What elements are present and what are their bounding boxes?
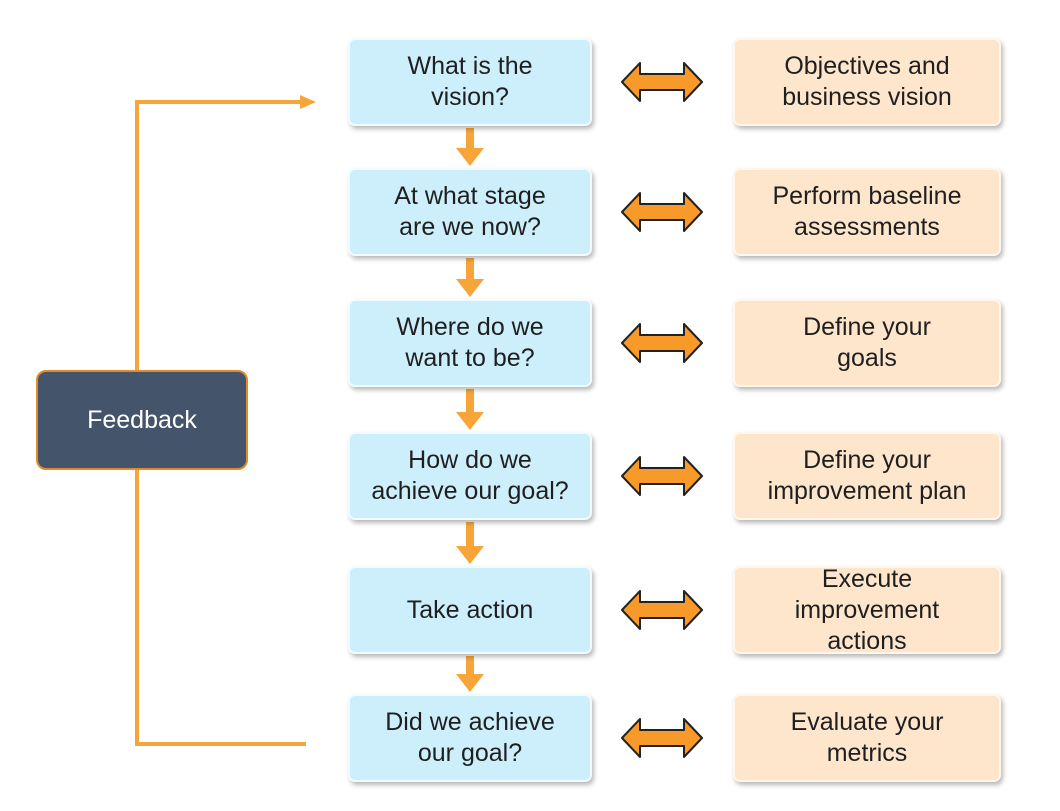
action-text: Evaluate your metrics [791,707,944,769]
action-text-line: Define your [803,446,931,474]
action-text-line: metrics [826,739,908,767]
double-arrow-2 [621,192,703,232]
step-text-line: What is the [407,52,533,80]
double-arrow-6 [621,718,703,758]
down-arrow-4 [456,522,484,564]
down-arrow-3 [456,389,484,430]
action-box-3: Define your goals [733,299,1001,387]
step-box-3: Where do we want to be? [348,299,592,387]
step-text: At what stage are we now? [394,181,545,243]
action-box-1: Objectives and business vision [733,38,1001,126]
step-text-line: At what stage [394,182,546,210]
action-text-line: business vision [782,83,952,111]
step-box-4: How do we achieve our goal? [348,432,592,520]
double-arrow-4 [621,456,703,496]
step-text-line: want to be? [405,344,535,372]
action-text-line: Execute [821,564,913,593]
feedback-return-arrowhead [300,95,316,109]
step-box-5: Take action [348,566,592,654]
action-text: Objectives and business vision [782,51,952,113]
action-text: Perform baseline assessments [773,181,962,243]
step-text: Where do we want to be? [396,312,543,374]
step-text-line: Where do we [396,313,544,341]
down-arrow-5 [456,656,484,692]
step-text: What is the vision? [407,51,532,113]
double-arrow-5 [621,590,703,630]
feedback-box: Feedback [36,370,248,470]
step-text-line: are we now? [399,213,541,241]
double-arrow-1 [621,62,703,102]
action-text-line: goals [837,344,897,372]
down-arrow-2 [456,258,484,297]
step-text: Take action [407,595,533,626]
step-text-line: Take action [406,595,534,624]
step-text: How do we achieve our goal? [371,445,568,507]
step-text-line: achieve our goal? [371,477,569,505]
action-text: Define your goals [803,312,931,374]
action-box-6: Evaluate your metrics [733,694,1001,782]
action-text: Define your improvement plan [768,445,967,507]
action-box-2: Perform baseline assessments [733,168,1001,256]
down-arrow-1 [456,128,484,166]
step-box-6: Did we achieve our goal? [348,694,592,782]
action-box-4: Define your improvement plan [733,432,1001,520]
action-text-line: actions [827,626,907,655]
step-text-line: vision? [431,83,509,111]
action-text-line: Evaluate your [790,708,944,736]
feedback-label: Feedback [87,405,197,434]
action-text-line: improvement [794,595,940,624]
action-text-line: Objectives and [784,52,950,80]
double-arrow-3 [621,323,703,363]
step-box-1: What is the vision? [348,38,592,126]
step-text-line: Did we achieve [385,708,555,736]
step-text: Did we achieve our goal? [385,707,555,769]
action-text-line: Perform baseline [772,182,962,210]
step-text-line: How do we [408,446,532,474]
action-text-line: Define your [803,313,931,341]
action-text-line: assessments [794,213,940,241]
action-text-line: improvement plan [767,477,967,505]
step-box-2: At what stage are we now? [348,168,592,256]
step-text-line: our goal? [417,739,523,767]
